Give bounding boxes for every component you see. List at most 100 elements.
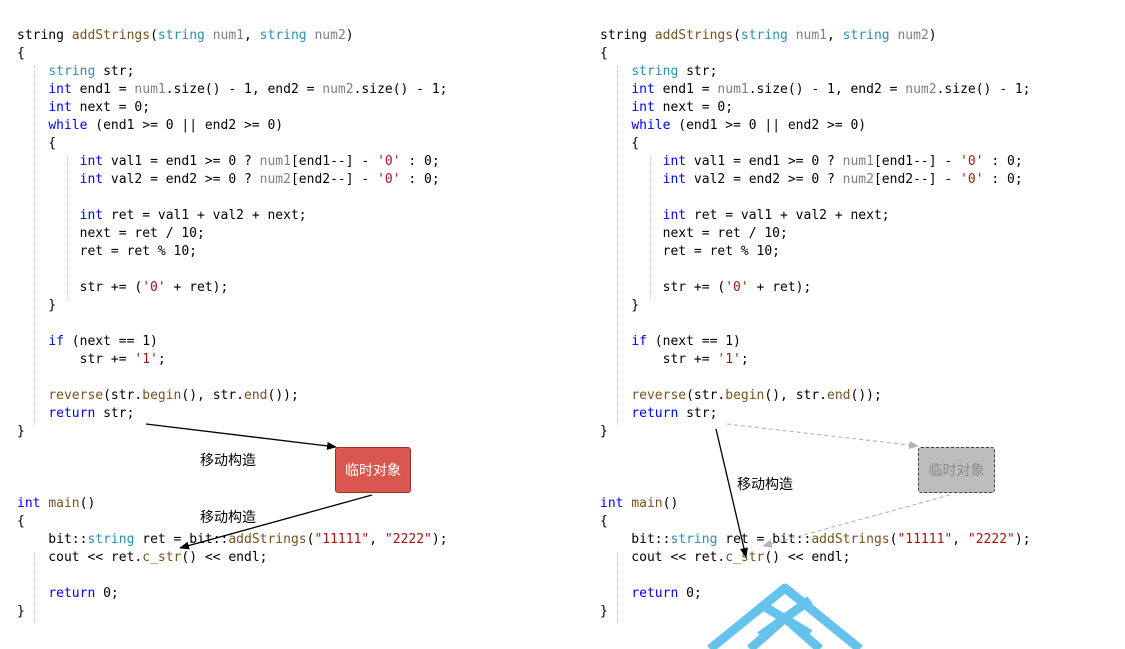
code-token: [end1--] - bbox=[290, 154, 378, 169]
code-token: int bbox=[48, 100, 72, 115]
move-construct-label: 移动构造 bbox=[737, 477, 793, 493]
code-line: int next = 0; bbox=[17, 99, 150, 117]
code-token: : 0; bbox=[983, 172, 1023, 187]
code-token: (end1 >= 0 || end2 >= 0) bbox=[670, 118, 867, 133]
code-token: str; bbox=[678, 406, 718, 421]
code-token: num1 bbox=[259, 154, 291, 169]
code-line: return 0; bbox=[600, 585, 701, 603]
code-token: { bbox=[600, 514, 608, 529]
code-token: cout << ret. bbox=[600, 550, 726, 565]
move-construct-label: 移动构造 bbox=[200, 510, 256, 526]
code-line: string str; bbox=[17, 63, 134, 81]
code-line: int main() bbox=[17, 495, 95, 513]
code-token: bit:: bbox=[600, 532, 671, 547]
code-token: addStrings bbox=[71, 28, 151, 43]
code-line: int val2 = end2 >= 0 ? num2[end2--] - '0… bbox=[600, 171, 1023, 189]
code-token: string bbox=[17, 28, 72, 43]
code-token: '0' bbox=[377, 154, 401, 169]
code-token: num2 bbox=[842, 172, 874, 187]
code-token: "11111" bbox=[897, 532, 953, 547]
code-token: (), str. bbox=[764, 388, 828, 403]
code-token bbox=[17, 118, 48, 133]
code-token: c_str bbox=[725, 550, 765, 565]
code-token: } bbox=[17, 298, 57, 313]
code-token: num2 bbox=[314, 28, 346, 43]
code-token: , bbox=[952, 532, 968, 547]
code-token: (next == 1) bbox=[63, 334, 158, 349]
code-line: } bbox=[17, 423, 25, 441]
code-line: ret = ret % 10; bbox=[600, 243, 780, 261]
code-line: reverse(str.begin(), str.end()); bbox=[17, 387, 299, 405]
code-token: (str. bbox=[686, 388, 726, 403]
code-token: reverse bbox=[48, 388, 104, 403]
code-token: '1' bbox=[717, 352, 741, 367]
code-token: next = ret / 10; bbox=[600, 226, 788, 241]
code-token: addStrings bbox=[228, 532, 307, 547]
code-line: cout << ret.c_str() << endl; bbox=[600, 549, 850, 567]
code-token: (end1 >= 0 || end2 >= 0) bbox=[87, 118, 284, 133]
indent-guide bbox=[617, 552, 618, 624]
code-line: { bbox=[17, 513, 25, 531]
code-token bbox=[600, 64, 631, 79]
temp-object-box: 临时对象 bbox=[335, 447, 411, 493]
code-token: str += ( bbox=[17, 280, 143, 295]
code-token: + ret); bbox=[165, 280, 229, 295]
code-line: str += ('0' + ret); bbox=[600, 279, 812, 297]
code-token: '0' bbox=[960, 172, 984, 187]
code-token: : 0; bbox=[400, 172, 440, 187]
code-token: bit:: bbox=[17, 532, 88, 547]
code-token bbox=[17, 406, 48, 421]
indent-guide bbox=[34, 552, 35, 624]
code-line: if (next == 1) bbox=[17, 333, 158, 351]
indent-guide bbox=[67, 156, 68, 300]
code-token bbox=[600, 334, 631, 349]
code-token: () bbox=[79, 496, 96, 511]
code-token: string bbox=[600, 28, 655, 43]
code-token: '0' bbox=[377, 172, 401, 187]
code-token: 0; bbox=[95, 586, 119, 601]
code-token: str; bbox=[95, 64, 135, 79]
code-line: while (end1 >= 0 || end2 >= 0) bbox=[600, 117, 866, 135]
code-token bbox=[17, 172, 80, 187]
code-token bbox=[600, 154, 663, 169]
code-token: : 0; bbox=[400, 154, 440, 169]
code-token: reverse bbox=[631, 388, 687, 403]
code-token: string bbox=[87, 532, 135, 547]
temp-object-box-elided: 临时对象 bbox=[918, 447, 995, 493]
code-line: ret = ret % 10; bbox=[17, 243, 197, 261]
code-token: ); bbox=[1014, 532, 1031, 547]
code-token: addStrings bbox=[654, 28, 734, 43]
code-line: if (next == 1) bbox=[600, 333, 741, 351]
code-token: ()); bbox=[267, 388, 299, 403]
code-token: ret = ret % 10; bbox=[17, 244, 198, 259]
code-token: return bbox=[48, 586, 96, 601]
code-token: num1 bbox=[134, 82, 166, 97]
code-token: str; bbox=[678, 64, 718, 79]
code-token bbox=[600, 100, 631, 115]
code-token: ( bbox=[733, 28, 741, 43]
code-token: end bbox=[827, 388, 851, 403]
code-line: string str; bbox=[600, 63, 717, 81]
code-token: str += ( bbox=[600, 280, 726, 295]
code-token bbox=[17, 64, 48, 79]
code-token: num1 bbox=[842, 154, 874, 169]
code-token: main bbox=[48, 496, 80, 511]
code-token: val1 = end1 >= 0 ? bbox=[686, 154, 843, 169]
code-token: .size() - 1, end2 = bbox=[748, 82, 906, 97]
code-token: begin bbox=[725, 388, 765, 403]
left-code-panel: string addStrings(string num1, string nu… bbox=[0, 0, 545, 649]
indent-guide bbox=[34, 66, 35, 426]
code-token: } bbox=[600, 298, 640, 313]
code-token bbox=[205, 28, 213, 43]
code-token: "2222" bbox=[967, 532, 1015, 547]
code-token: return bbox=[631, 586, 679, 601]
code-line: { bbox=[17, 45, 25, 63]
code-token: } bbox=[17, 424, 25, 439]
code-token: int bbox=[600, 496, 624, 511]
code-token: ) bbox=[345, 28, 354, 43]
code-token: cout << ret. bbox=[17, 550, 143, 565]
code-token bbox=[17, 154, 80, 169]
code-token: return bbox=[631, 406, 679, 421]
code-token bbox=[600, 586, 631, 601]
code-token bbox=[17, 82, 48, 97]
